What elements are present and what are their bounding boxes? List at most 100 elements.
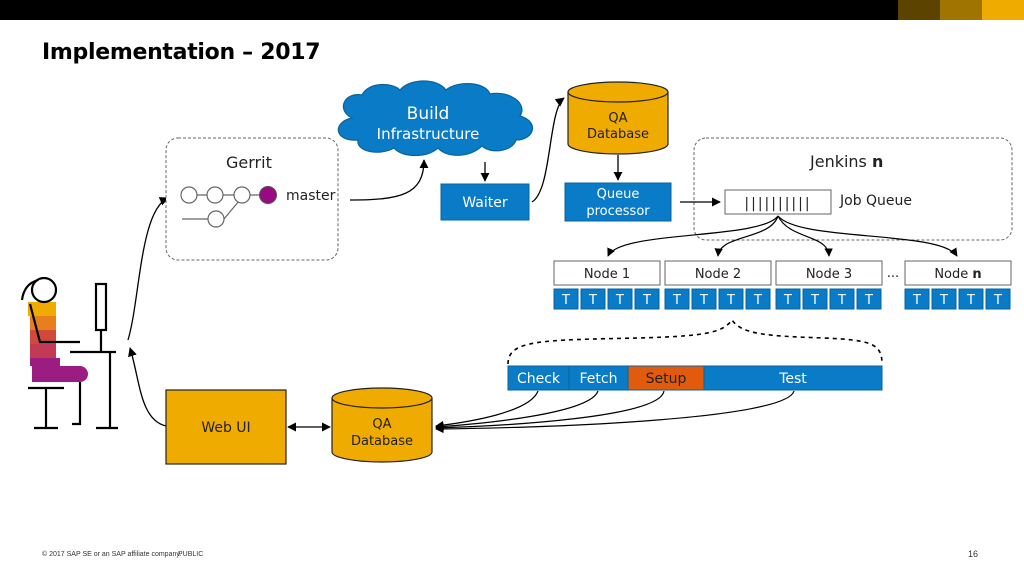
- stage-fetch-label: Fetch: [580, 371, 618, 387]
- stage-setup-box: [627, 365, 705, 391]
- test-slot: [775, 288, 801, 310]
- build-cloud: [337, 80, 533, 157]
- waiter-box: [440, 183, 530, 221]
- arrow-gerrit-to-build: [349, 159, 429, 201]
- node-box: [553, 260, 661, 286]
- test-slot-label: T: [966, 293, 975, 308]
- monitor-icon: [94, 282, 108, 332]
- node-label: Node n: [934, 267, 981, 282]
- arrow-webui-to-user: [128, 347, 167, 427]
- person-torso-band-5: [30, 358, 60, 366]
- test-slot-label: T: [864, 293, 873, 308]
- corner-stripe-2: [940, 0, 982, 20]
- person-torso-band-3: [30, 330, 56, 344]
- test-slot-label: T: [753, 293, 762, 308]
- node-3: Node 3 T T T T: [775, 260, 883, 310]
- person-head: [30, 276, 58, 304]
- stage-test-label: Test: [778, 371, 807, 387]
- test-slot: [691, 288, 717, 310]
- build-label-line2: Infrastructure: [377, 125, 480, 143]
- node-label: Node 2: [695, 267, 741, 282]
- node-box: [775, 260, 883, 286]
- test-slot-label: T: [993, 293, 1002, 308]
- arrow-queue-to-node-3: [777, 215, 833, 257]
- node-label: Node 1: [584, 267, 630, 282]
- nodes-ellipsis: ...: [887, 266, 899, 281]
- page-number: 16: [968, 549, 979, 559]
- cloud-icon: [337, 80, 533, 157]
- jenkins-label: Jenkins n: [809, 152, 883, 171]
- arrow-queue-to-node-n: [777, 215, 958, 257]
- test-slot-label: T: [783, 293, 792, 308]
- top-bar: [0, 0, 1024, 20]
- job-queue-label: Job Queue: [839, 193, 912, 209]
- test-slot: [958, 288, 984, 310]
- test-slot: [553, 288, 579, 310]
- test-slot-label: T: [810, 293, 819, 308]
- arrow-user-to-gerrit: [127, 197, 169, 341]
- stage-check-box: [507, 365, 570, 391]
- person-thigh: [32, 366, 88, 382]
- pipeline-brace: [507, 318, 883, 365]
- test-slot-label: T: [615, 293, 624, 308]
- test-slot-label: T: [561, 293, 570, 308]
- test-slot-label: T: [588, 293, 597, 308]
- test-slot-label: T: [837, 293, 846, 308]
- test-slot-label: T: [912, 293, 921, 308]
- footer-copyright: © 2017 SAP SE or an SAP affiliate compan…: [42, 551, 182, 558]
- test-slot: [985, 288, 1011, 310]
- test-slot: [856, 288, 882, 310]
- branch-label: master: [286, 188, 336, 204]
- node-label: Node 3: [806, 267, 852, 282]
- stage-test-box: [703, 365, 883, 391]
- stage-fetch-box: [568, 365, 629, 391]
- gerrit-label: Gerrit: [226, 153, 272, 172]
- database-cylinder-icon: [567, 81, 669, 155]
- job-queue-box: [724, 189, 832, 215]
- test-slot: [607, 288, 633, 310]
- test-slot-label: T: [726, 293, 735, 308]
- test-slot-label: T: [699, 293, 708, 308]
- footer-classification: PUBLIC: [178, 551, 204, 558]
- arrow-fetch-to-db: [435, 390, 599, 431]
- build-label-line1: Build: [407, 104, 450, 124]
- git-branch-icon: [180, 186, 277, 228]
- test-slot: [580, 288, 606, 310]
- arrow-queue-to-node-2: [714, 215, 779, 257]
- arrow-test-to-db: [435, 390, 795, 434]
- node-1: Node 1 T T T T: [553, 260, 661, 310]
- job-queue-bars: ||||||||||: [744, 196, 811, 212]
- stage-setup-label: Setup: [646, 371, 687, 387]
- person-leg: [72, 382, 82, 426]
- test-slot: [664, 288, 690, 310]
- corner-stripe-1: [898, 0, 940, 20]
- qa-db-top-line2: Database: [587, 127, 649, 142]
- person-torso-band-1: [28, 302, 56, 316]
- test-slot: [802, 288, 828, 310]
- person-at-computer-icon: [20, 276, 118, 430]
- corner-stripe-3: [982, 0, 1024, 20]
- test-slot: [718, 288, 744, 310]
- test-slot: [904, 288, 930, 310]
- test-slot: [745, 288, 771, 310]
- node-box: [904, 260, 1012, 286]
- waiter-label: Waiter: [462, 195, 508, 211]
- gerrit-container: [165, 137, 339, 261]
- person-arm: [28, 303, 80, 344]
- node-box: [664, 260, 772, 286]
- queue-processor-box: [564, 182, 672, 222]
- test-slot-label: T: [642, 293, 651, 308]
- page-title: Implementation – 2017: [42, 40, 321, 65]
- person-torso-band-4: [30, 344, 56, 358]
- qa-db-top-line1: QA: [608, 111, 627, 126]
- queue-processor-line2: processor: [586, 204, 650, 219]
- web-ui-box: [165, 389, 287, 465]
- test-slot: [829, 288, 855, 310]
- arrow-check-to-db: [435, 390, 539, 430]
- person-hair: [20, 278, 39, 301]
